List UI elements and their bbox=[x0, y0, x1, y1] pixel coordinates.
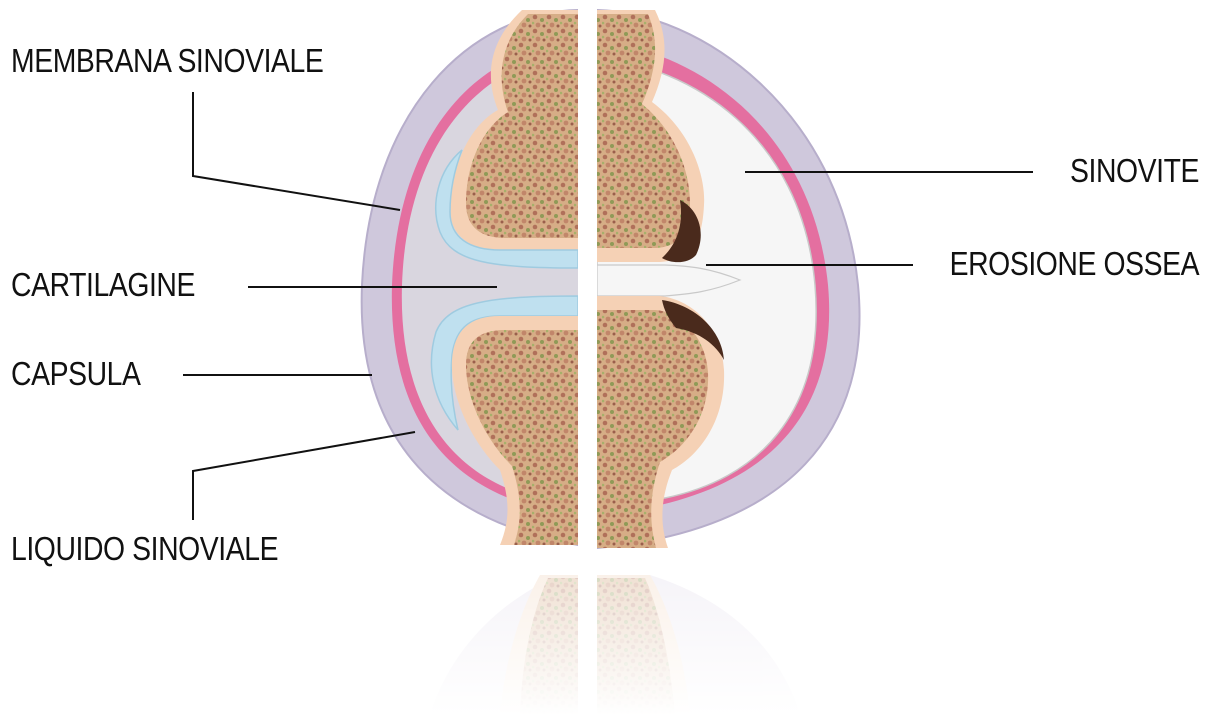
reflection-fade bbox=[340, 555, 900, 715]
leader-liquido-sinoviale bbox=[193, 432, 415, 520]
arthritic-joint-half bbox=[597, 10, 860, 548]
label-membrana-sinoviale: MEMBRANA SINOVIALE bbox=[11, 44, 323, 77]
label-capsula: CAPSULA bbox=[11, 357, 140, 390]
label-erosione-ossea: EROSIONE OSSEA bbox=[950, 247, 1199, 280]
healthy-joint-half bbox=[362, 10, 578, 545]
label-cartilagine: CARTILAGINE bbox=[11, 268, 195, 301]
leader-membrana-sinoviale bbox=[193, 92, 400, 210]
label-sinovite: SINOVITE bbox=[1070, 154, 1199, 187]
label-liquido-sinoviale: LIQUIDO SINOVIALE bbox=[11, 532, 278, 565]
